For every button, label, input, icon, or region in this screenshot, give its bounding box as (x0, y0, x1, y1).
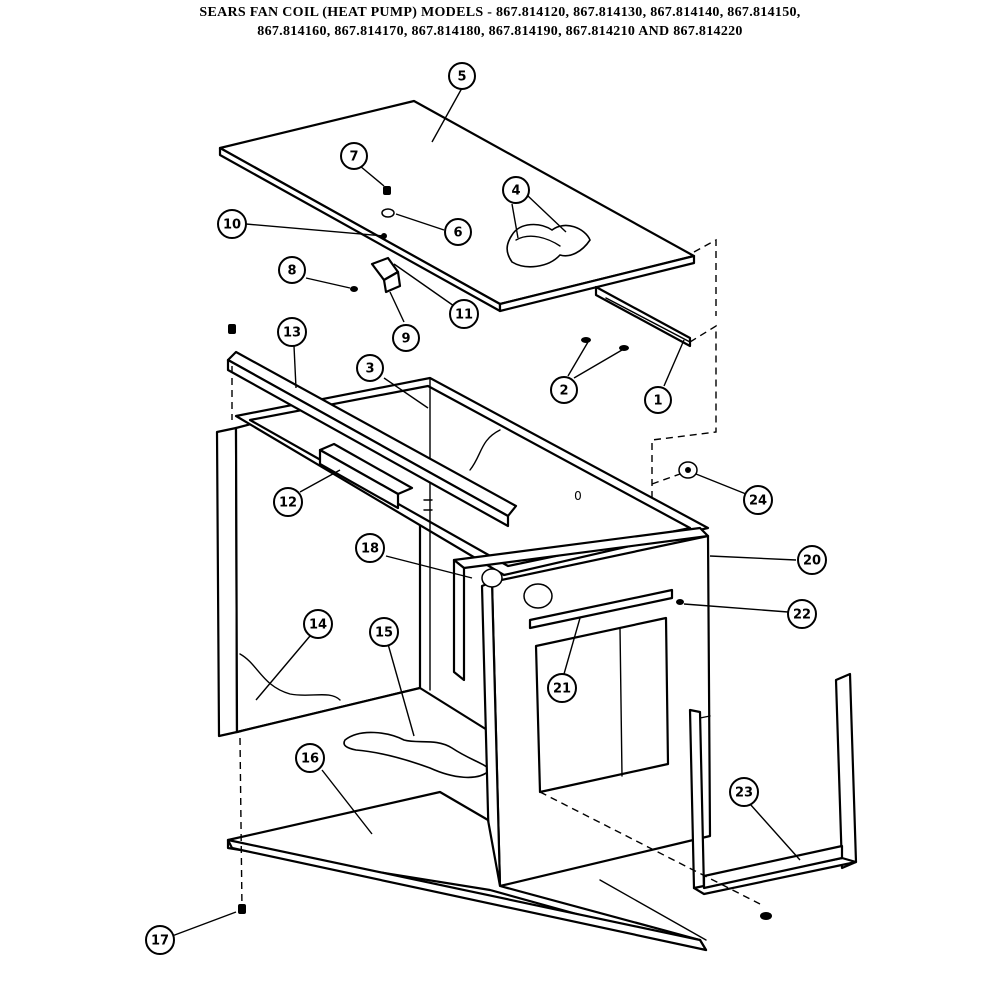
svg-text:12: 12 (279, 496, 297, 511)
guide-plug (651, 473, 681, 485)
svg-text:21: 21 (553, 682, 571, 697)
header-line-1: SEARS FAN COIL (HEAT PUMP) MODELS - 867.… (199, 5, 801, 20)
right-frame (688, 672, 858, 896)
callout-10: 10 (217, 209, 247, 239)
callout-17: 17 (145, 925, 175, 955)
callout-8: 8 (278, 256, 306, 284)
bottom-panel (226, 790, 708, 952)
svg-text:14: 14 (309, 618, 327, 633)
svg-text:10: 10 (223, 218, 241, 233)
svg-text:24: 24 (749, 494, 767, 509)
diagram-header: SEARS FAN COIL (HEAT PUMP) MODELS - 867.… (0, 0, 1000, 41)
svg-text:11: 11 (455, 308, 473, 323)
guide-bracket (651, 324, 717, 528)
svg-text:3: 3 (365, 362, 374, 377)
svg-text:18: 18 (361, 542, 379, 557)
svg-text:16: 16 (301, 752, 319, 767)
callout-20: 20 (797, 545, 827, 575)
callout-15: 15 (369, 617, 399, 647)
panel-bracket (594, 285, 692, 348)
channel (318, 442, 414, 510)
front-strip (528, 588, 674, 630)
callout-2: 2 (550, 376, 578, 404)
callout-23: 23 (729, 777, 759, 807)
guide-top-panel (693, 238, 717, 316)
svg-text:13: 13 (283, 326, 301, 341)
callout-13: 13 (277, 317, 307, 347)
bottom-insulation (343, 731, 492, 779)
top-panel (218, 99, 696, 313)
callout-7: 7 (340, 142, 368, 170)
svg-text:6: 6 (453, 226, 462, 241)
hardware (228, 186, 772, 920)
leader-lines (171, 87, 801, 937)
svg-text:17: 17 (151, 934, 169, 949)
cabinet-bottom-edge (235, 686, 502, 740)
callout-24: 24 (743, 485, 773, 515)
svg-text:8: 8 (287, 264, 296, 279)
callout-21: 21 (547, 673, 577, 703)
svg-text:9: 9 (401, 332, 410, 347)
insulation-rear (469, 429, 501, 471)
svg-text:15: 15 (375, 626, 393, 641)
svg-text:20: 20 (803, 554, 821, 569)
callout-9: 9 (392, 324, 420, 352)
insulation-left (239, 653, 341, 701)
callout-3: 3 (356, 354, 384, 382)
callout-5: 5 (448, 62, 476, 90)
callout-14: 14 (303, 609, 333, 639)
front-panel (452, 526, 712, 890)
svg-text:4: 4 (511, 184, 520, 199)
callout-18: 18 (355, 533, 385, 563)
callout-11: 11 (449, 299, 479, 329)
svg-text:23: 23 (735, 786, 753, 801)
guide-bottom-screw (239, 737, 243, 911)
callout-6: 6 (444, 218, 472, 246)
callout-4: 4 (502, 176, 530, 204)
rear-center-mark (423, 499, 433, 511)
svg-text:22: 22 (793, 608, 811, 623)
callout-1: 1 (644, 386, 672, 414)
callout-22: 22 (787, 599, 817, 629)
header-line-2: 867.814160, 867.814170, 867.814180, 867.… (257, 24, 743, 39)
callout-12: 12 (273, 487, 303, 517)
svg-text:2: 2 (559, 384, 568, 399)
svg-text:7: 7 (349, 150, 358, 165)
svg-text:1: 1 (653, 394, 662, 409)
cabinet-mark: 0 (574, 489, 582, 503)
guide-front-bottom (539, 791, 761, 905)
callout-16: 16 (295, 743, 325, 773)
support-strip (226, 350, 518, 528)
svg-text:5: 5 (457, 70, 466, 85)
